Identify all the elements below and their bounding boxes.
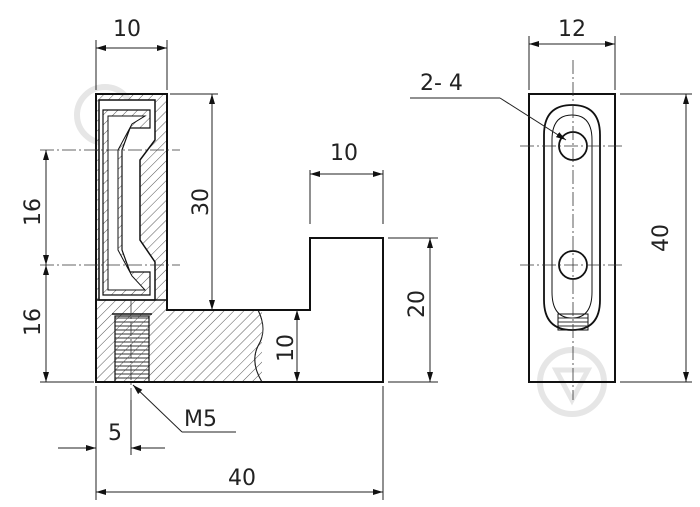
slot-outer <box>543 104 601 331</box>
section-hatch-base <box>167 310 262 382</box>
dim-thread-offset: 5 <box>108 421 122 446</box>
dim-step-width: 10 <box>330 141 358 166</box>
dim-total-width: 40 <box>228 466 256 491</box>
dim-height-30: 30 <box>189 188 214 216</box>
dim-side-width: 12 <box>558 17 586 42</box>
side-view <box>520 60 625 400</box>
front-dimensions <box>40 40 438 500</box>
part-outline-side <box>528 93 616 383</box>
dim-left-lower: 16 <box>21 308 46 336</box>
threaded-hole <box>114 315 150 383</box>
dim-side-height: 40 <box>649 224 674 252</box>
dim-left-upper: 16 <box>21 198 46 226</box>
part-outline-front <box>95 93 384 383</box>
holes-callout: 2- 4 <box>420 71 463 96</box>
dim-step-height: 20 <box>405 290 430 318</box>
thread-callout: M5 <box>184 407 217 432</box>
dim-top-width: 10 <box>113 17 141 42</box>
side-dimensions <box>410 36 692 383</box>
dim-base-height: 10 <box>274 334 299 362</box>
